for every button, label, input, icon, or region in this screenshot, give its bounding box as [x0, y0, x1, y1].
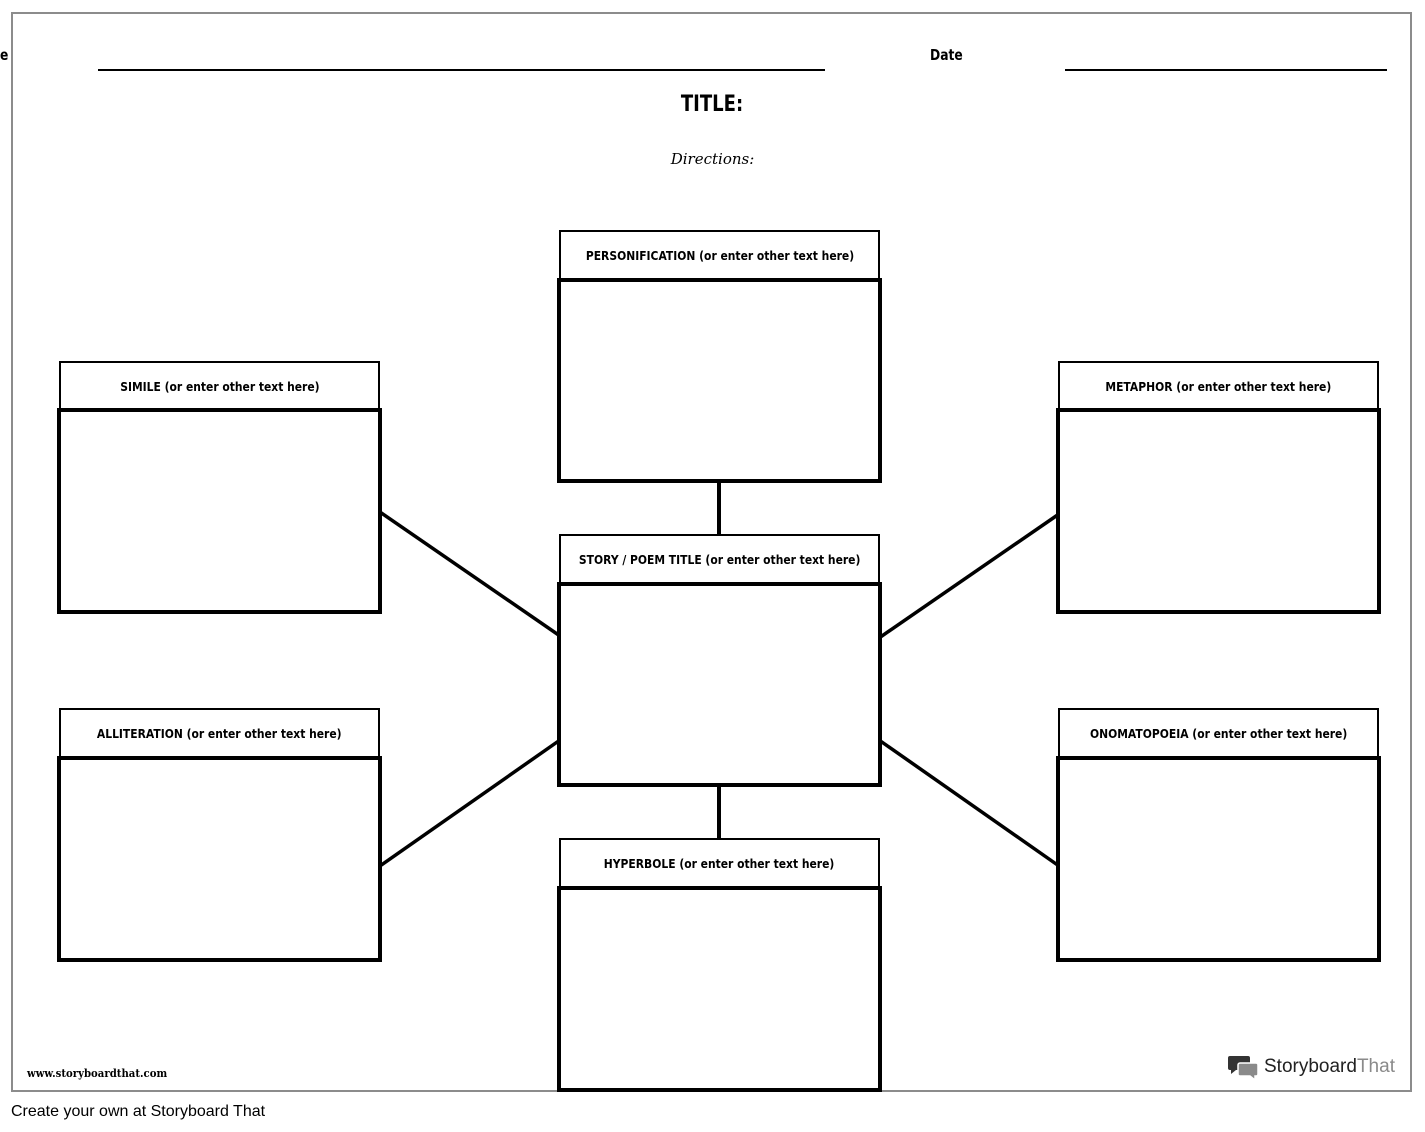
simile-box[interactable] [57, 408, 382, 614]
page-title: TITLE: [0, 92, 1425, 117]
simile-label: SIMILE (or enter other text here) [119, 378, 320, 394]
footer-url[interactable]: www.storyboardthat.com [27, 1067, 168, 1080]
speech-bubbles-icon [1228, 1056, 1259, 1080]
personification-box[interactable] [557, 278, 882, 483]
hyperbole-box[interactable] [557, 886, 882, 1092]
simile-header[interactable]: SIMILE (or enter other text here) [59, 361, 380, 411]
metaphor-box[interactable] [1056, 408, 1381, 614]
brand-name-part2: That [1356, 1056, 1395, 1077]
metaphor-header[interactable]: METAPHOR (or enter other text here) [1058, 361, 1379, 411]
onomatopoeia-header[interactable]: ONOMATOPOEIA (or enter other text here) [1058, 708, 1379, 758]
connector-alliteration [378, 738, 562, 868]
connector-onomatopoeia [877, 738, 1061, 868]
connector-simile [379, 510, 561, 638]
alliteration-label: ALLITERATION (or enter other text here) [97, 725, 342, 741]
alliteration-header[interactable]: ALLITERATION (or enter other text here) [59, 708, 380, 758]
storyboardthat-logo[interactable]: StoryboardThat [1228, 1054, 1395, 1080]
alliteration-box[interactable] [57, 756, 382, 962]
story-title-box[interactable] [557, 582, 882, 787]
directions-text: Directions: [670, 150, 755, 168]
onomatopoeia-box[interactable] [1056, 756, 1381, 962]
page-title-text: TITLE: [681, 92, 744, 117]
personification-label: PERSONIFICATION (or enter other text her… [585, 247, 854, 263]
date-field-line[interactable] [1065, 69, 1387, 71]
onomatopoeia-label: ONOMATOPOEIA (or enter other text here) [1089, 725, 1348, 741]
name-field-line[interactable] [98, 69, 825, 71]
date-label: Date [930, 46, 963, 64]
brand-name: StoryboardThat [1264, 1056, 1395, 1078]
connector-metaphor [878, 512, 1060, 640]
story-title-label: STORY / POEM TITLE (or enter other text … [578, 551, 861, 567]
hyperbole-header[interactable]: HYPERBOLE (or enter other text here) [559, 838, 880, 888]
story-title-header[interactable]: STORY / POEM TITLE (or enter other text … [559, 534, 880, 584]
brand-name-part1: Storyboard [1264, 1056, 1357, 1077]
name-label: e [0, 46, 9, 64]
metaphor-label: METAPHOR (or enter other text here) [1105, 378, 1332, 394]
create-your-own-link[interactable]: Create your own at Storyboard That [11, 1103, 266, 1120]
hyperbole-label: HYPERBOLE (or enter other text here) [604, 855, 835, 871]
personification-header[interactable]: PERSONIFICATION (or enter other text her… [559, 230, 880, 280]
